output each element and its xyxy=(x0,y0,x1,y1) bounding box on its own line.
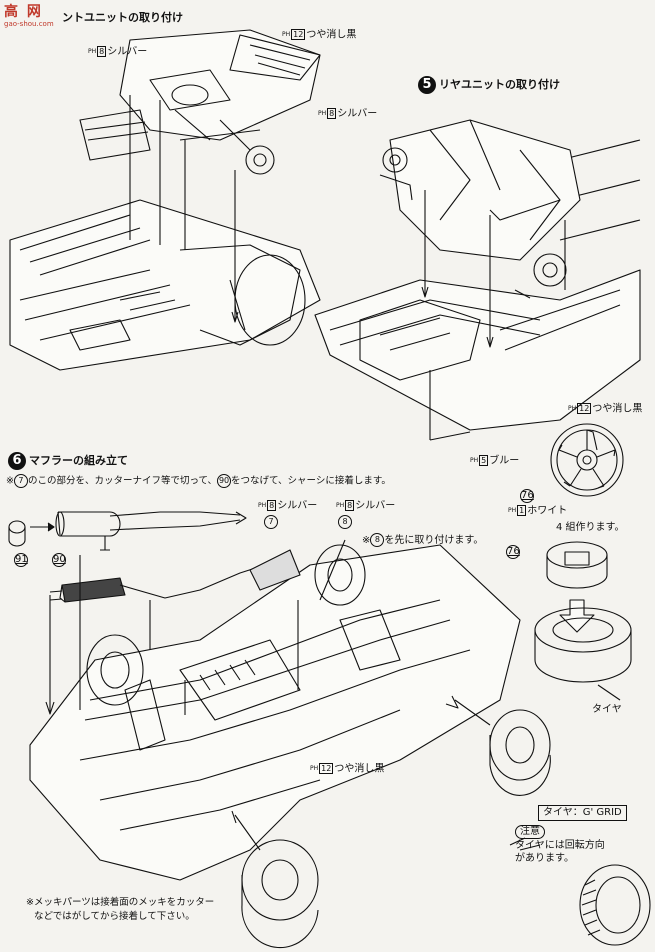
paint-number: 12 xyxy=(577,403,592,414)
front-chassis-drawing xyxy=(9,29,321,371)
paint-number: 12 xyxy=(319,763,334,774)
paint-color-name: つや消し黒 xyxy=(592,403,643,415)
part-number: 91 xyxy=(14,553,28,567)
paint-number: 8 xyxy=(97,46,107,57)
paint-number: 8 xyxy=(267,500,277,511)
paint-ph-tag: PH xyxy=(88,48,97,55)
instruction-end: をつなげて、シャーシに接着します。 xyxy=(231,475,391,487)
part-number: 76 xyxy=(506,545,520,559)
wheel-part-76: 76 xyxy=(520,489,534,503)
wheel-drawing xyxy=(509,423,651,946)
instruction-prefix: ※ xyxy=(6,475,14,487)
paint-number: 8 xyxy=(327,108,337,119)
part-91-label: 91 xyxy=(14,553,28,567)
step6-number: 6 xyxy=(8,452,26,470)
part-number: 7 xyxy=(13,474,28,488)
paint-ph-tag: PH xyxy=(336,502,345,509)
rear-chassis-drawing xyxy=(314,119,641,441)
step6-title: マフラーの組み立て xyxy=(29,454,128,467)
step4-title: ントユニットの取り付け xyxy=(62,11,183,24)
instruction-mid: のこの部分を、カッターナイフ等で切って、 xyxy=(27,475,218,487)
paint-ph-tag: PH xyxy=(310,765,319,772)
tire-label: タイヤ xyxy=(592,704,622,715)
part-90-label: 90 xyxy=(52,553,66,567)
paint-color-name: シルバー xyxy=(337,108,378,120)
paint-ph-tag: PH xyxy=(258,502,267,509)
note-text: を先に取り付けます。 xyxy=(384,535,484,546)
paint-number: 5 xyxy=(479,455,489,466)
step6-part-8: 8 xyxy=(338,515,352,529)
muffler-drawing xyxy=(8,511,551,949)
part-number: 90 xyxy=(52,553,66,567)
tire-caution-line1: タイヤには回転方向 xyxy=(515,840,605,851)
paint-color-name: シルバー xyxy=(107,46,148,58)
watermark-title: 高 网 xyxy=(4,4,43,20)
part-number: 76 xyxy=(520,489,534,503)
paint-ph-tag: PH xyxy=(470,457,479,464)
watermark-url: gao-shou.com xyxy=(4,20,54,28)
tire-brand-label: タイヤ：G' GRID xyxy=(538,805,627,821)
note-prefix: ※ xyxy=(362,535,371,546)
paint-ph-tag: PH xyxy=(318,110,327,117)
paint-color-name: つや消し黒 xyxy=(334,763,385,775)
step5-title: リヤユニットの取り付け xyxy=(439,78,560,91)
tire-caution-line2: があります。 xyxy=(515,853,574,864)
part-number: 8 xyxy=(370,533,385,547)
paint-color-name: ブルー xyxy=(489,455,520,467)
tire-caution-badge: 注意 xyxy=(515,825,545,839)
part-number: 90 xyxy=(217,474,232,488)
paint-number: 1 xyxy=(517,505,527,516)
wheel-count-note: 4 組作ります。 xyxy=(556,522,625,533)
paint-color-name: つや消し黒 xyxy=(306,29,357,41)
paint-number: 8 xyxy=(345,500,355,511)
paint-number: 12 xyxy=(291,29,306,40)
watermark-logo: 高 网 gao-shou.com xyxy=(4,4,62,32)
paint-color-name: ホワイト xyxy=(527,505,568,517)
plating-footnote-line2: などではがしてから接着して下さい。 xyxy=(34,911,195,922)
paint-ph-tag: PH xyxy=(568,405,577,412)
paint-color-name: シルバー xyxy=(277,500,318,512)
hub-part-76: 76 xyxy=(506,545,520,559)
part-number: 8 xyxy=(338,515,352,529)
paint-ph-tag: PH xyxy=(508,507,517,514)
part-number: 7 xyxy=(264,515,278,529)
step6-part-7: 7 xyxy=(264,515,278,529)
plating-footnote-line1: ※メッキパーツは接着面のメッキをカッター xyxy=(26,897,215,908)
paint-ph-tag: PH xyxy=(282,31,291,38)
paint-color-name: シルバー xyxy=(355,500,396,512)
step5-number: 5 xyxy=(418,76,436,94)
